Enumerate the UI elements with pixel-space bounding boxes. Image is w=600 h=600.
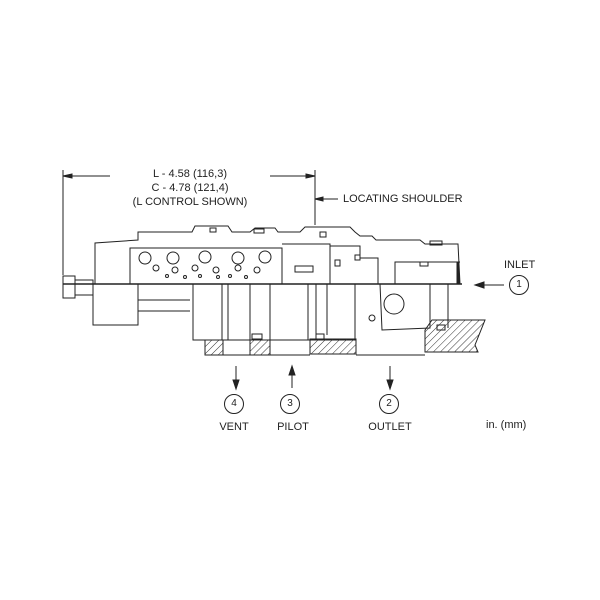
- valve-body-upper: [94, 225, 461, 285]
- locating-shoulder-label: LOCATING SHOULDER: [343, 193, 463, 205]
- port-3-marker: 3: [280, 394, 300, 414]
- valve-body-lower: [92, 283, 449, 341]
- dimension-label-c: C - 4.78 (121,4): [151, 182, 229, 194]
- port-4-label: VENT: [219, 421, 249, 433]
- port-4-marker: 4: [224, 394, 244, 414]
- dimension-note: (L CONTROL SHOWN): [132, 196, 248, 208]
- port-2-marker: 2: [379, 394, 399, 414]
- port-3-label: PILOT: [277, 421, 309, 433]
- end-fitting: [62, 275, 94, 299]
- manifold-section: [204, 319, 486, 356]
- port-1-marker: 1: [509, 275, 529, 295]
- port-1-label: INLET: [504, 259, 536, 271]
- port-arrows: [232, 281, 504, 391]
- units-label: in. (mm): [486, 419, 527, 431]
- port-2-label: OUTLET: [368, 421, 412, 433]
- dimension-label-l: L - 4.58 (116,3): [110, 168, 270, 181]
